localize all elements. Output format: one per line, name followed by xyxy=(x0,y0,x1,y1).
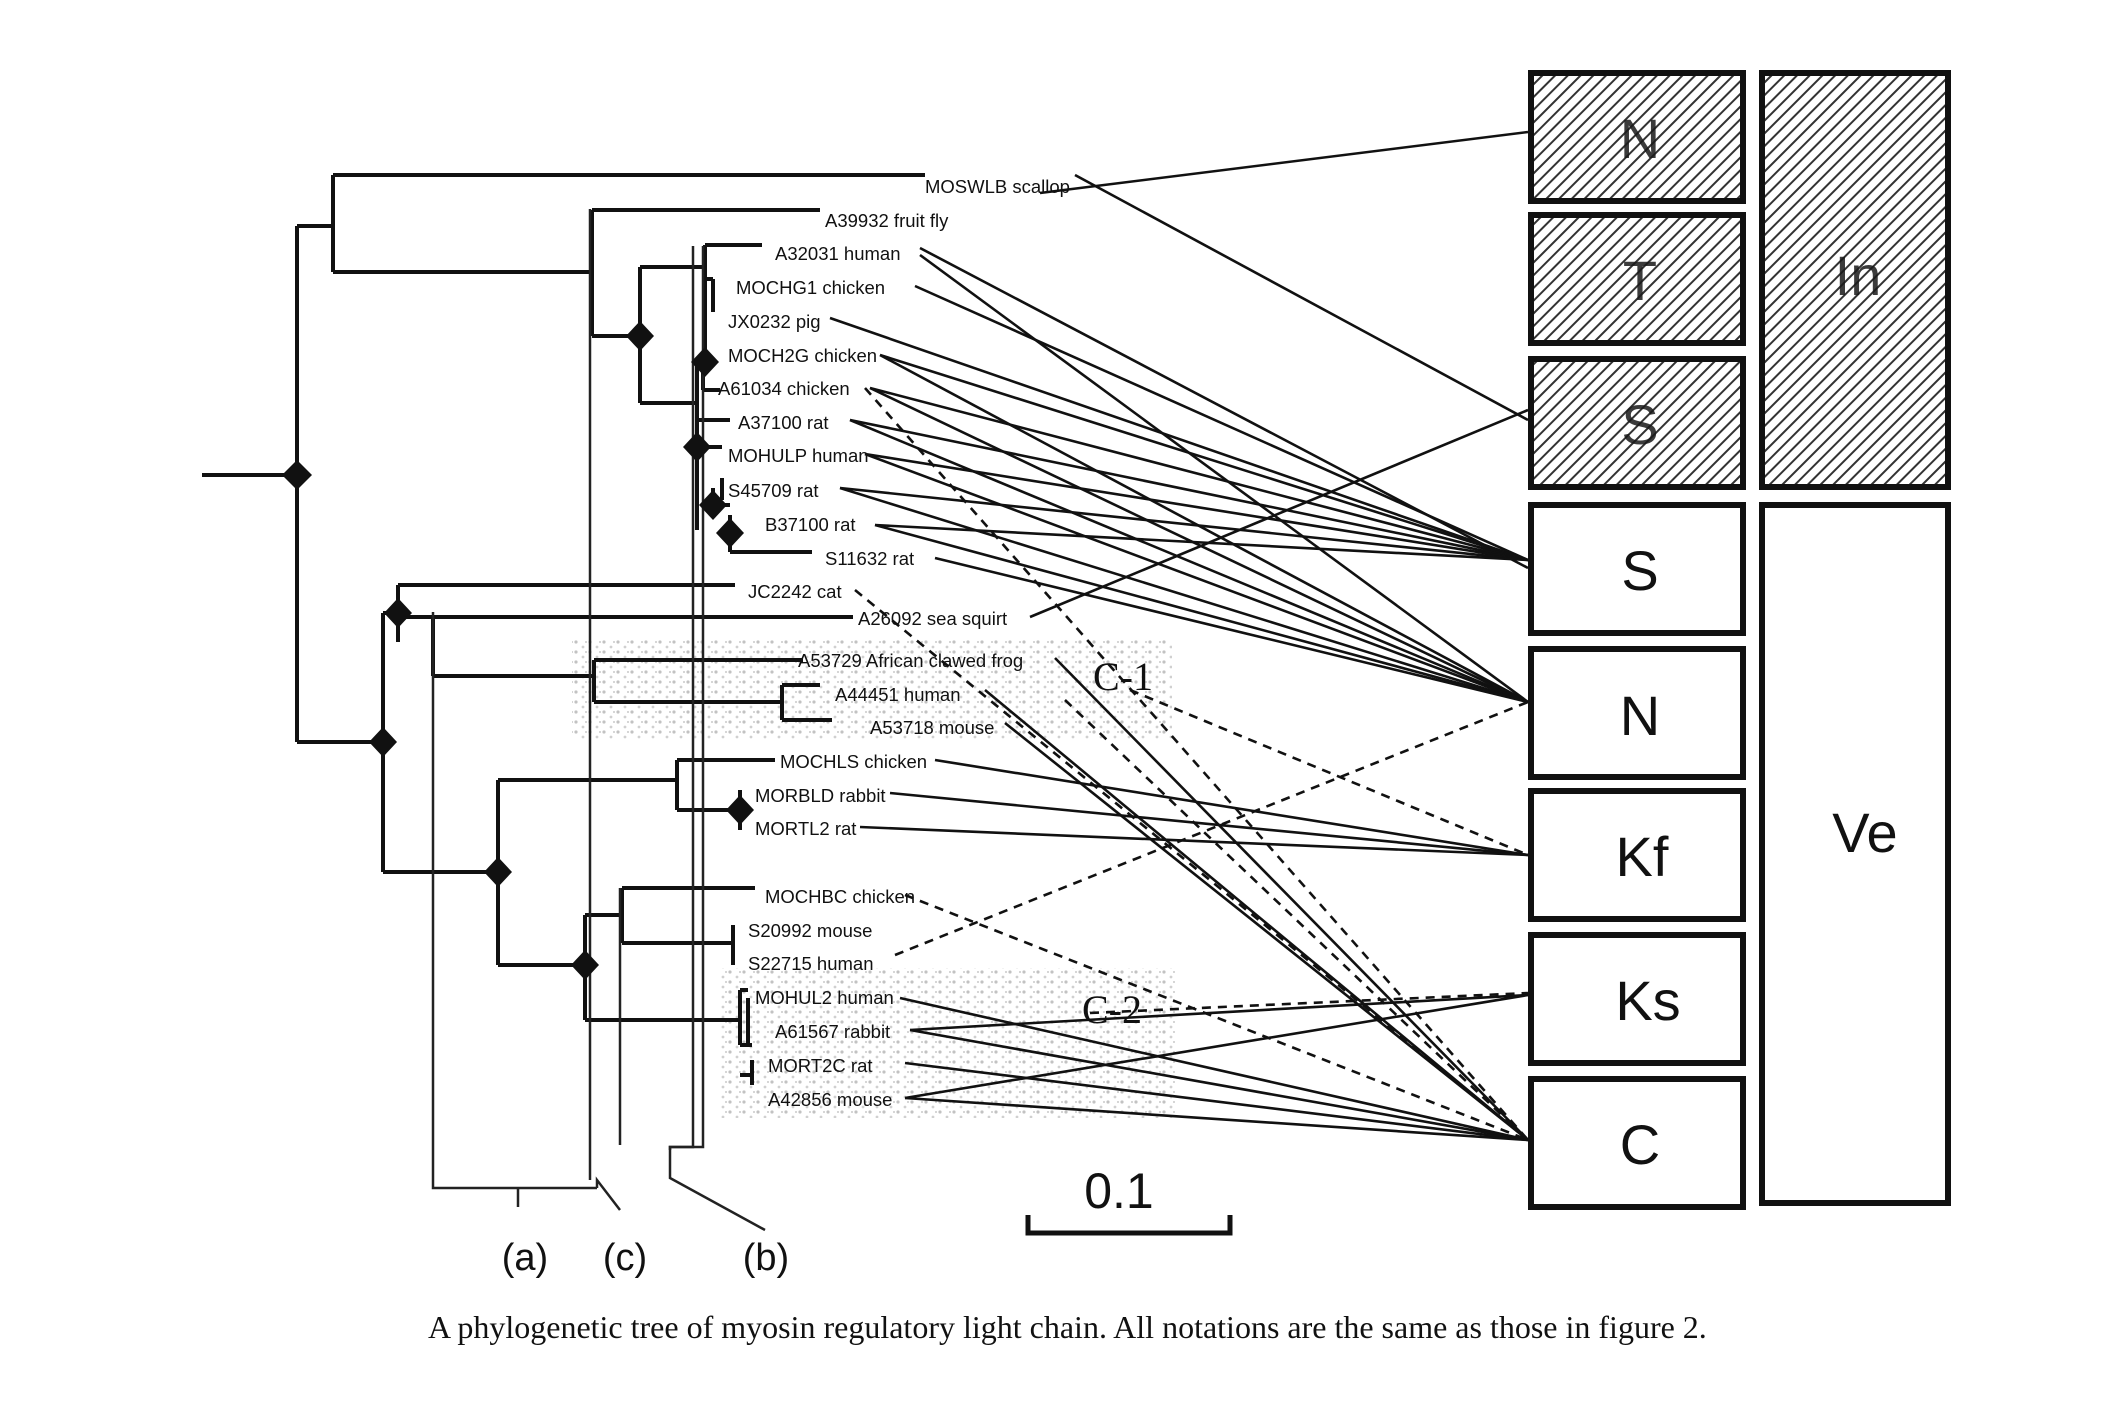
scale-bar: 0.1 xyxy=(1025,1163,1233,1236)
taxon-label: MOSWLB scallop xyxy=(925,176,1070,197)
group-brackets xyxy=(431,209,766,1232)
solid-links xyxy=(829,130,1529,1142)
taxon-label: A26092 sea squirt xyxy=(858,608,1007,629)
box-hatched-n xyxy=(1528,70,1746,204)
taxon-label: JC2242 cat xyxy=(748,581,842,602)
taxon-label: S20992 mouse xyxy=(748,920,872,941)
taxon-label: A39932 fruit fly xyxy=(825,210,949,231)
box-in xyxy=(1759,70,1951,490)
taxon-label: MORT2C rat xyxy=(768,1055,873,1076)
taxon-label: B37100 rat xyxy=(765,514,856,535)
taxon-label: A53729 African clawed frog xyxy=(798,650,1023,671)
node-diamond xyxy=(699,490,727,520)
node-diamond xyxy=(716,518,744,548)
taxon-label: MORBLD rabbit xyxy=(755,785,886,806)
box-kf xyxy=(1528,788,1746,922)
group-label-b: (b) xyxy=(743,1237,789,1279)
figure-caption: A phylogenetic tree of myosin regulatory… xyxy=(428,1309,1707,1345)
node-diamond xyxy=(571,950,599,980)
taxon-label: MOCHLS chicken xyxy=(780,751,927,772)
box-label: Kf xyxy=(1616,825,1669,888)
node-diamond xyxy=(384,598,412,628)
box-label: N xyxy=(1620,107,1660,170)
box-label: S xyxy=(1621,393,1658,456)
group-label-c: (c) xyxy=(603,1237,647,1279)
node-diamond xyxy=(691,347,719,377)
box-label: In xyxy=(1835,244,1882,307)
box-ve xyxy=(1759,502,1951,1206)
taxon-label: MOHULP human xyxy=(728,445,869,466)
taxon-label: MOCHBC chicken xyxy=(765,886,915,907)
group-label-a: (a) xyxy=(502,1237,548,1279)
taxon-label: MORTL2 rat xyxy=(755,818,856,839)
node-diamond xyxy=(683,432,711,462)
clade-c1-shading xyxy=(572,640,1172,740)
node-diamond xyxy=(484,857,512,887)
taxon-label: A42856 mouse xyxy=(768,1089,892,1110)
taxon-label: JX0232 pig xyxy=(728,311,821,332)
taxon-label: S45709 rat xyxy=(728,480,819,501)
box-label: T xyxy=(1623,249,1657,312)
node-diamond xyxy=(282,460,312,490)
taxon-label: A32031 human xyxy=(775,243,901,264)
clade-label-c2: C-2 xyxy=(1082,987,1142,1032)
node-diamond xyxy=(726,795,754,825)
node-diamond xyxy=(626,321,654,351)
clade-label-c1: C-1 xyxy=(1093,654,1153,699)
box-label: C xyxy=(1620,1113,1660,1176)
taxon-label: MOCH2G chicken xyxy=(728,345,877,366)
taxon-label: A61034 chicken xyxy=(718,378,850,399)
taxon-label: MOCHG1 chicken xyxy=(736,277,885,298)
box-n xyxy=(1528,646,1746,780)
taxon-label: A61567 rabbit xyxy=(775,1021,890,1042)
taxon-labels: MOSWLB scallop A39932 fruit fly A32031 h… xyxy=(718,176,1070,1110)
tissue-boxes: N T S S N Kf Ks C In Ve xyxy=(1528,70,1951,1210)
box-s xyxy=(1528,502,1746,636)
box-label: N xyxy=(1620,684,1660,747)
dashed-links xyxy=(854,387,1529,1142)
taxon-label: MOHUL2 human xyxy=(755,987,894,1008)
taxon-label: S22715 human xyxy=(748,953,874,974)
node-diamond xyxy=(369,727,397,757)
box-ks xyxy=(1528,932,1746,1066)
taxon-label: A44451 human xyxy=(835,684,961,705)
taxon-label: A53718 mouse xyxy=(870,717,994,738)
scale-bar-label: 0.1 xyxy=(1084,1163,1154,1219)
tree-nodes xyxy=(282,321,754,980)
box-label: S xyxy=(1621,539,1658,602)
taxon-label: A37100 rat xyxy=(738,412,829,433)
box-label: Ks xyxy=(1615,969,1680,1032)
taxon-label: S11632 rat xyxy=(825,548,914,569)
box-label: Ve xyxy=(1832,801,1897,864)
box-c xyxy=(1528,1076,1746,1210)
box-hatched-t xyxy=(1528,212,1746,346)
box-hatched-s xyxy=(1528,356,1746,490)
